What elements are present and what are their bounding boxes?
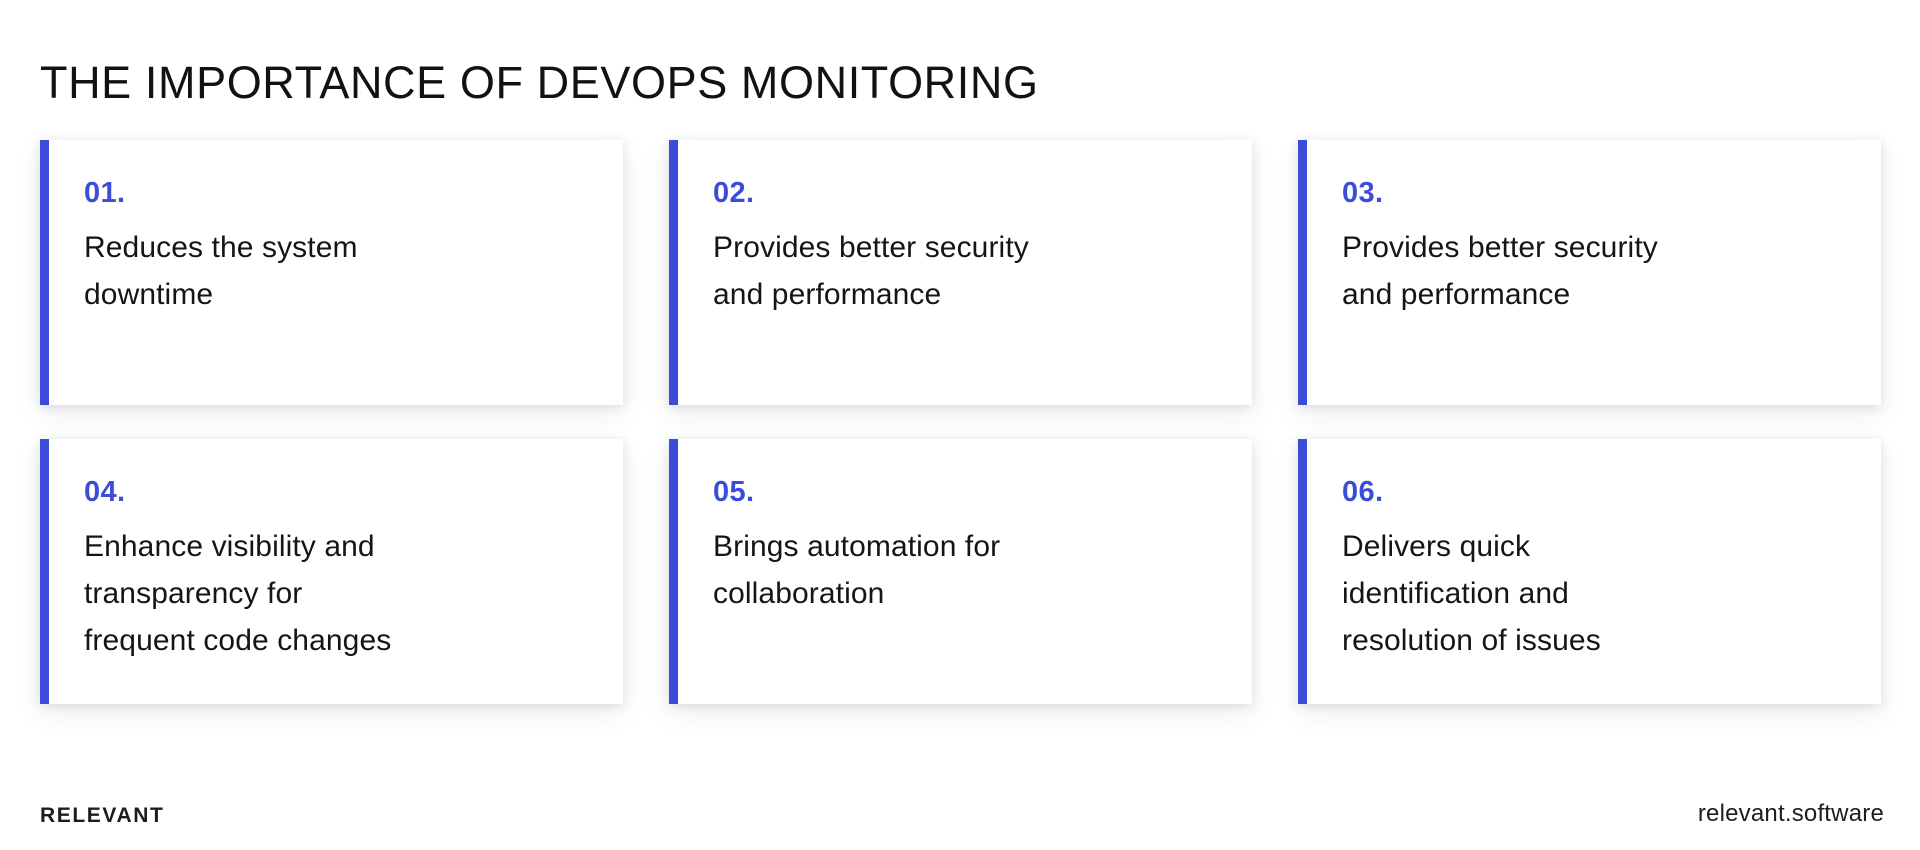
card-01: 01. Reduces the system downtime [40,140,623,405]
card-06: 06. Delivers quick identification and re… [1298,439,1881,704]
card-text: Provides better security and performance [713,231,1029,311]
accent-bar-icon [1298,439,1307,704]
card-number: 03. [1342,177,1384,209]
card-number: 01. [84,177,126,209]
page-title: THE IMPORTANCE OF DEVOPS MONITORING [40,57,1039,109]
card-text: Enhance visibility and transparency for … [84,530,392,657]
card-number: 02. [713,177,755,209]
accent-bar-icon [40,439,49,704]
accent-bar-icon [1298,140,1307,405]
card-text: Reduces the system downtime [84,231,358,311]
card-text: Provides better security and performance [1342,231,1658,311]
accent-bar-icon [40,140,49,405]
card-text: Delivers quick identification and resolu… [1342,530,1601,657]
brand-logo: RELEVANT [40,804,165,827]
card-text: Brings automation for collaboration [713,530,1001,610]
accent-bar-icon [669,140,678,405]
card-number: 06. [1342,476,1384,508]
accent-bar-icon [669,439,678,704]
card-03: 03. Provides better security and perform… [1298,140,1881,405]
card-04: 04. Enhance visibility and transparency … [40,439,623,704]
card-number: 04. [84,476,126,508]
card-05: 05. Brings automation for collaboration [669,439,1252,704]
card-02: 02. Provides better security and perform… [669,140,1252,405]
card-number: 05. [713,476,755,508]
card-grid: 01. Reduces the system downtime 02. Prov… [40,140,1881,704]
footer-website-url: relevant.software [1697,800,1884,827]
